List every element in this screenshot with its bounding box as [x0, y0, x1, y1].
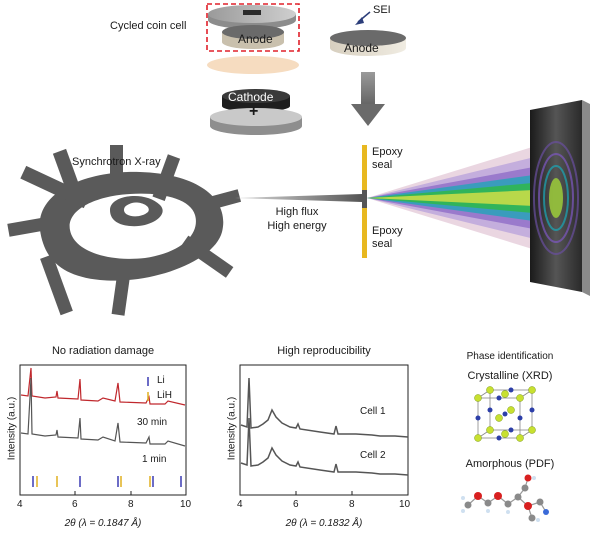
- epoxy-bottom-label-1: Epoxy: [372, 225, 403, 237]
- plot1-label-30min: 30 min: [137, 417, 168, 428]
- plot1-xtick: 8: [128, 499, 134, 510]
- anode-label: Anode: [238, 32, 273, 46]
- plot1-curve-30min: [20, 367, 186, 406]
- sei-label: SEI: [373, 4, 391, 16]
- bottom-casing: [210, 108, 302, 135]
- plot2-curve-cell2: [240, 417, 409, 476]
- plot2-xtick: 10: [399, 499, 411, 510]
- beam-line2-label: High energy: [267, 220, 327, 232]
- beam-line1-label: High flux: [275, 206, 319, 218]
- plus-sign: +: [249, 103, 259, 120]
- crystal-structure: [474, 386, 536, 442]
- anode-highlight-box: [206, 3, 300, 52]
- extracted-anode: [330, 30, 406, 56]
- plot2-axes: [239, 364, 409, 496]
- plot1-xtick: 10: [180, 499, 192, 510]
- top-casing: [208, 5, 296, 29]
- extracted-anode-label: Anode: [344, 41, 379, 55]
- coin-cell-stack: [206, 3, 302, 135]
- legend-li-label: Li: [157, 375, 165, 386]
- synchrotron-ring: [7, 145, 242, 316]
- epoxy-seal-top: [362, 145, 367, 190]
- plot2-xtick: 8: [349, 499, 355, 510]
- epoxy-seal-bottom: [362, 208, 367, 258]
- diffraction-cone: [367, 140, 555, 256]
- legend-lih-label: LiH: [157, 390, 173, 401]
- plot1-ylabel: Intensity (a.u.): [6, 396, 18, 461]
- cycled-coin-cell-label: Cycled coin cell: [110, 20, 187, 32]
- epoxy-top-label-1: Epoxy: [372, 146, 403, 158]
- incident-beam: [235, 194, 362, 202]
- plot2-curve-cell1: [240, 377, 409, 438]
- plot2-label-cell2: Cell 2: [360, 450, 386, 461]
- plot1-label-1min: 1 min: [142, 454, 167, 465]
- plot1-xtick: 4: [17, 499, 23, 510]
- cathode-label: Cathode: [228, 90, 274, 104]
- process-arrow: [351, 72, 385, 126]
- plot1-axes: [19, 364, 187, 496]
- detector-screen: [530, 100, 590, 296]
- plot2-label-cell1: Cell 1: [360, 406, 386, 417]
- sample-window: [362, 190, 367, 208]
- plot1-title: No radiation damage: [51, 345, 155, 357]
- epoxy-bottom-label-2: seal: [372, 238, 393, 250]
- plot2-xlabel: 2θ (λ = 0.1832 Å): [285, 518, 363, 529]
- plot2-xtick: 4: [237, 499, 243, 510]
- epoxy-top-label-2: seal: [372, 159, 393, 171]
- plot1-curve-1min: [20, 377, 186, 447]
- synchrotron-label: Synchrotron X-ray: [72, 156, 161, 168]
- plot1-reference-ticks: [32, 476, 182, 487]
- separator-disc: [207, 56, 299, 74]
- plot2-ylabel: Intensity (a.u.): [226, 396, 238, 461]
- cathode-disc: [222, 89, 290, 112]
- crystalline-label: Crystalline (XRD): [467, 370, 553, 382]
- sei-arrow-head: [355, 17, 364, 25]
- amorphous-molecule: [461, 474, 549, 522]
- plot1-xtick: 6: [72, 499, 78, 510]
- plot1-xlabel: 2θ (λ = 0.1847 Å): [64, 518, 142, 529]
- amorphous-label: Amorphous (PDF): [465, 458, 555, 470]
- plot2-title: High reproducibility: [277, 345, 371, 357]
- phase-id-title: Phase identification: [466, 351, 554, 362]
- anode-disc: [222, 25, 284, 49]
- plot2-xtick: 6: [293, 499, 299, 510]
- minus-sign: [243, 10, 261, 15]
